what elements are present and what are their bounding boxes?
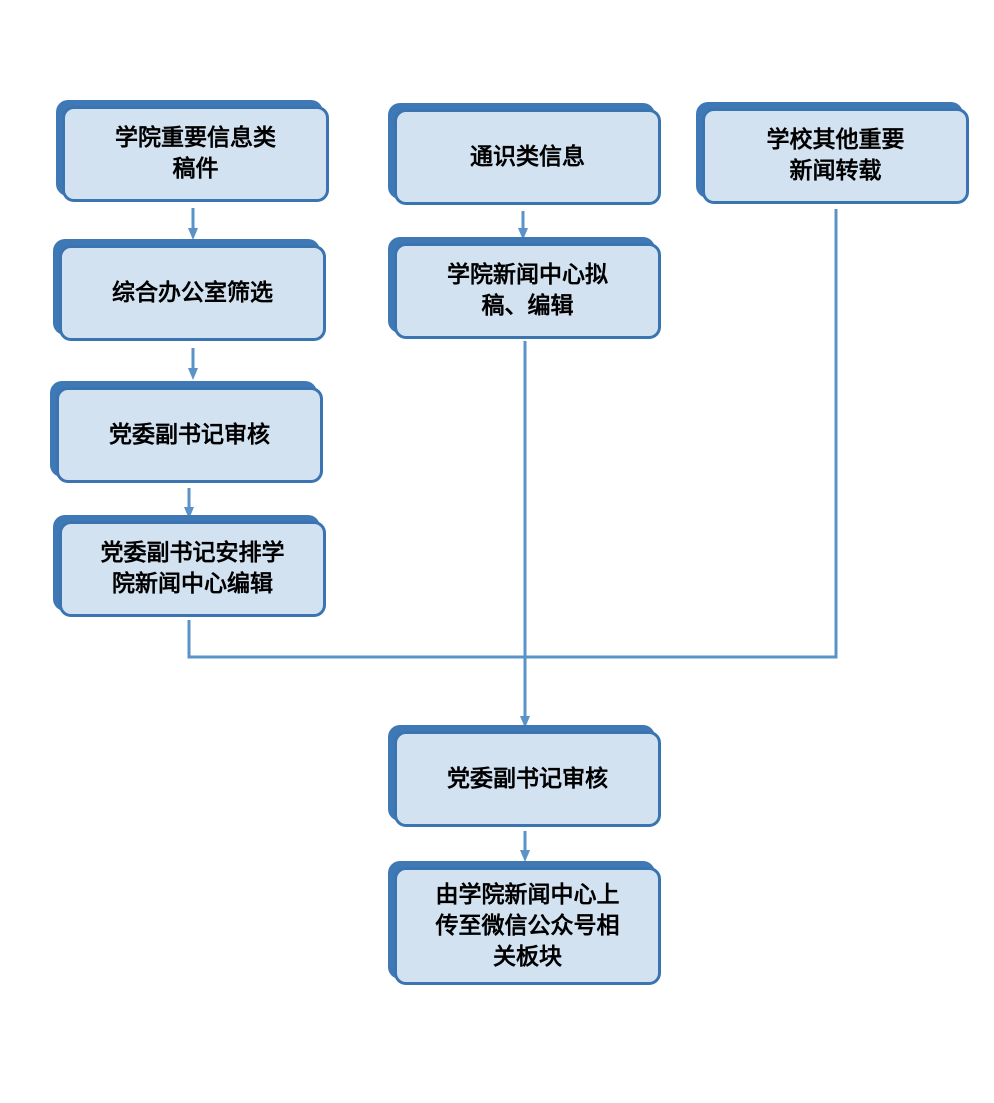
node-school-news-label: 学校其他重要 新闻转载 xyxy=(766,127,905,184)
node-school-news: 学校其他重要 新闻转载 xyxy=(696,102,969,204)
node-secretary-assign-label: 党委副书记安排学 院新闻中心编辑 xyxy=(100,540,285,597)
node-office-screen-label: 综合办公室筛选 xyxy=(112,279,273,306)
node-upload-label: 由学院新闻中心上 传至微信公众号相 关板块 xyxy=(435,881,620,970)
node-secretary-assign: 党委副书记安排学 院新闻中心编辑 xyxy=(53,515,326,617)
node-college-info-label: 学院重要信息类 稿件 xyxy=(115,125,276,182)
node-general-info: 通识类信息 xyxy=(388,103,661,205)
node-secretary-review-1: 党委副书记审核 xyxy=(50,381,323,483)
node-secretary-review-2-label: 党委副书记审核 xyxy=(447,765,608,792)
connector-assign-to-merge xyxy=(187,620,525,659)
connector-school-news-to-merge xyxy=(525,209,838,659)
node-college-info: 学院重要信息类 稿件 xyxy=(56,100,329,202)
node-general-info-label: 通识类信息 xyxy=(470,143,585,170)
node-office-screen: 综合办公室筛选 xyxy=(53,239,326,341)
node-draft-edit: 学院新闻中心拟 稿、编辑 xyxy=(388,237,661,339)
node-secretary-review-2: 党委副书记审核 xyxy=(388,725,661,827)
node-secretary-review-1-label: 党委副书记审核 xyxy=(109,421,270,448)
node-upload: 由学院新闻中心上 传至微信公众号相 关板块 xyxy=(388,861,661,985)
node-draft-edit-label: 学院新闻中心拟 稿、编辑 xyxy=(447,262,608,319)
